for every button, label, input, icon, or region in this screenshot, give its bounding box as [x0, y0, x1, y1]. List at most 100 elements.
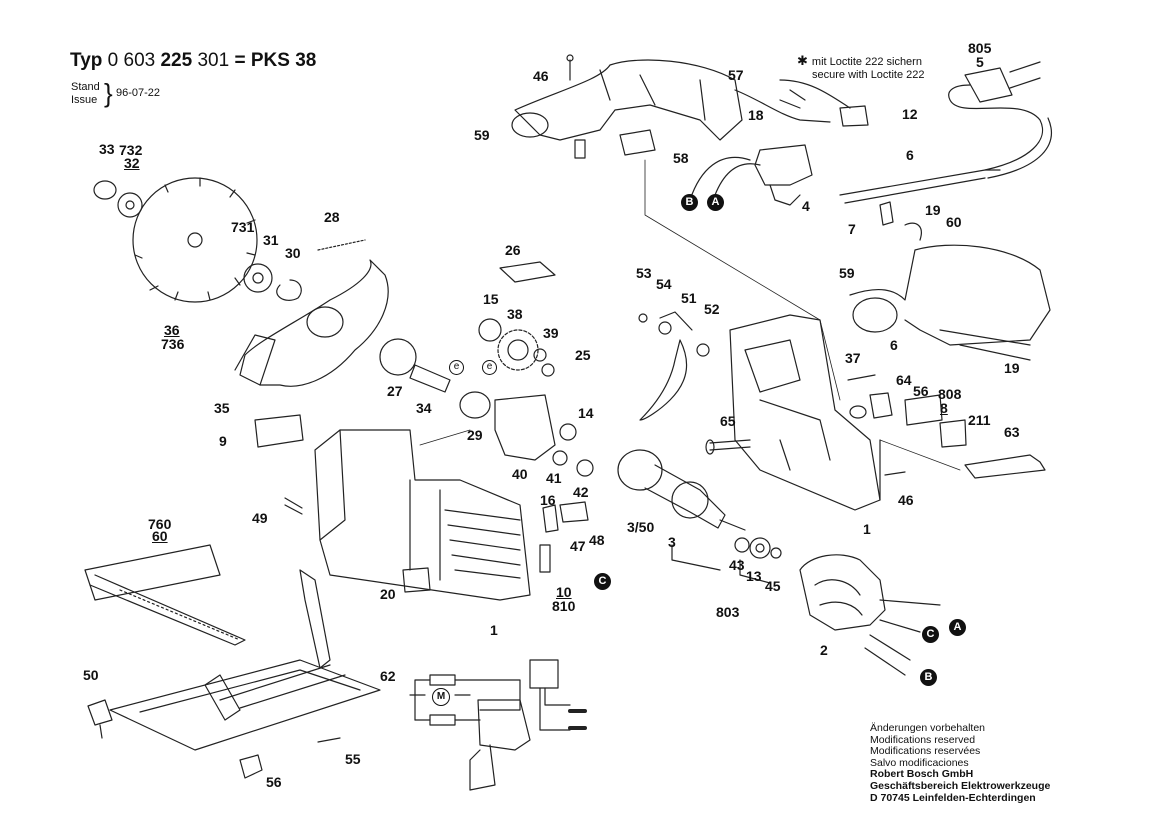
- part-label: 211: [968, 412, 991, 428]
- stand-label: Stand: [71, 81, 100, 93]
- part-label: 51: [681, 290, 697, 306]
- part-label: 48: [589, 532, 605, 548]
- part-label: 29: [467, 427, 483, 443]
- motor-symbol-icon: M: [432, 688, 450, 706]
- part-label: 18: [748, 107, 764, 123]
- loctite-line-2: secure with Loctite 222: [812, 69, 925, 81]
- star-icon: ✱: [797, 53, 808, 68]
- connector-badge-b: B: [681, 194, 698, 211]
- part-label: 1: [863, 521, 871, 537]
- footer-notice: Änderungen vorbehalten Modifications res…: [870, 722, 1051, 804]
- part-label: 63: [1004, 424, 1020, 440]
- model-title: Typ 0 603 225 301 = PKS 38: [70, 50, 316, 72]
- part-label: 47: [570, 538, 586, 554]
- motor-housing-part: [314, 429, 531, 601]
- stand-issue-labels: Stand Issue: [71, 81, 100, 107]
- part-label: 43: [729, 557, 745, 573]
- part-label: 8: [940, 400, 948, 416]
- part-label: 805: [968, 40, 992, 56]
- part-label: 52: [704, 301, 720, 317]
- part-label: 19: [925, 202, 941, 218]
- part-label: 31: [263, 232, 279, 248]
- part-label: 45: [765, 578, 781, 594]
- typ-number-c: 301: [197, 50, 230, 71]
- typ-word: Typ: [70, 50, 103, 71]
- part-label: 27: [387, 383, 403, 399]
- part-label: 37: [845, 350, 861, 366]
- marker-e-2: e: [482, 360, 497, 375]
- part-label: 7: [848, 221, 856, 237]
- part-label: 28: [324, 209, 340, 225]
- issue-date: 96-07-22: [116, 87, 161, 99]
- armature-part: [617, 449, 746, 531]
- base-plate-part: [109, 569, 381, 751]
- part-label: 13: [746, 568, 762, 584]
- part-label: 56: [266, 774, 282, 790]
- marker-e-1: e: [449, 360, 464, 375]
- part-label: 25: [575, 347, 591, 363]
- part-label: 732: [119, 142, 143, 158]
- part-label: 59: [839, 265, 855, 281]
- part-label: 736: [161, 336, 185, 352]
- part-label: 60: [152, 528, 168, 544]
- part-label: 30: [285, 245, 301, 261]
- part-label: 3/50: [627, 519, 655, 535]
- part-label: 16: [540, 492, 556, 508]
- part-label: 803: [716, 604, 740, 620]
- connector-badge-c: C: [922, 626, 939, 643]
- part-label: 20: [380, 586, 396, 602]
- saw-blade-part: [132, 177, 258, 303]
- part-label: 808: [938, 386, 962, 402]
- part-label: 50: [83, 667, 99, 683]
- footer-division: Geschäftsbereich Elektrowerkzeuge: [870, 779, 1051, 792]
- part-label: 56: [913, 383, 929, 399]
- part-label: 64: [896, 372, 912, 388]
- typ-number-a: 0 603: [107, 50, 156, 71]
- loctite-line-1: mit Loctite 222 sichern: [811, 56, 922, 68]
- typ-model: PKS 38: [250, 50, 317, 71]
- part-label: 35: [214, 400, 230, 416]
- connector-badge-b: B: [920, 669, 937, 686]
- footer-line-1: Änderungen vorbehalten: [870, 722, 986, 734]
- part-label: 58: [673, 150, 689, 166]
- typ-number-b: 225: [160, 50, 193, 71]
- part-label: 53: [636, 265, 652, 281]
- part-label: 39: [543, 325, 559, 341]
- part-label: 760: [148, 516, 172, 532]
- part-label: 60: [946, 214, 962, 230]
- part-label: 62: [380, 668, 396, 684]
- part-label: 731: [231, 219, 255, 235]
- connector-badge-a: A: [707, 194, 724, 211]
- footer-line-4: Salvo modificaciones: [870, 756, 969, 769]
- part-label: 2: [820, 642, 828, 658]
- part-label: 3: [668, 534, 676, 550]
- part-label: 38: [507, 306, 523, 322]
- typ-equals: =: [234, 50, 246, 71]
- footer-line-3: Modifications reservées: [870, 745, 981, 758]
- part-label: 5: [976, 54, 984, 70]
- part-label: 46: [533, 68, 549, 84]
- part-label: 810: [552, 598, 576, 614]
- part-label: 54: [656, 276, 672, 292]
- part-label: 26: [505, 242, 521, 258]
- part-label: 42: [573, 484, 589, 500]
- part-label: 34: [416, 400, 432, 416]
- connector-badge-c: C: [594, 573, 611, 590]
- handle-top-part: [511, 54, 743, 159]
- part-label: 15: [483, 291, 499, 307]
- connector-badge-a: A: [949, 619, 966, 636]
- part-label: 49: [252, 510, 268, 526]
- part-label: 14: [578, 405, 594, 421]
- part-label: 65: [720, 413, 736, 429]
- part-label: 59: [474, 127, 490, 143]
- part-label: 33: [99, 141, 115, 157]
- wiring-schematic: [409, 659, 587, 791]
- issue-label: Issue: [71, 94, 98, 106]
- part-label: 6: [890, 337, 898, 353]
- part-label: 36: [164, 322, 180, 338]
- part-label: 57: [728, 67, 744, 83]
- footer-company: Robert Bosch GmbH: [870, 768, 974, 781]
- part-label: 46: [898, 492, 914, 508]
